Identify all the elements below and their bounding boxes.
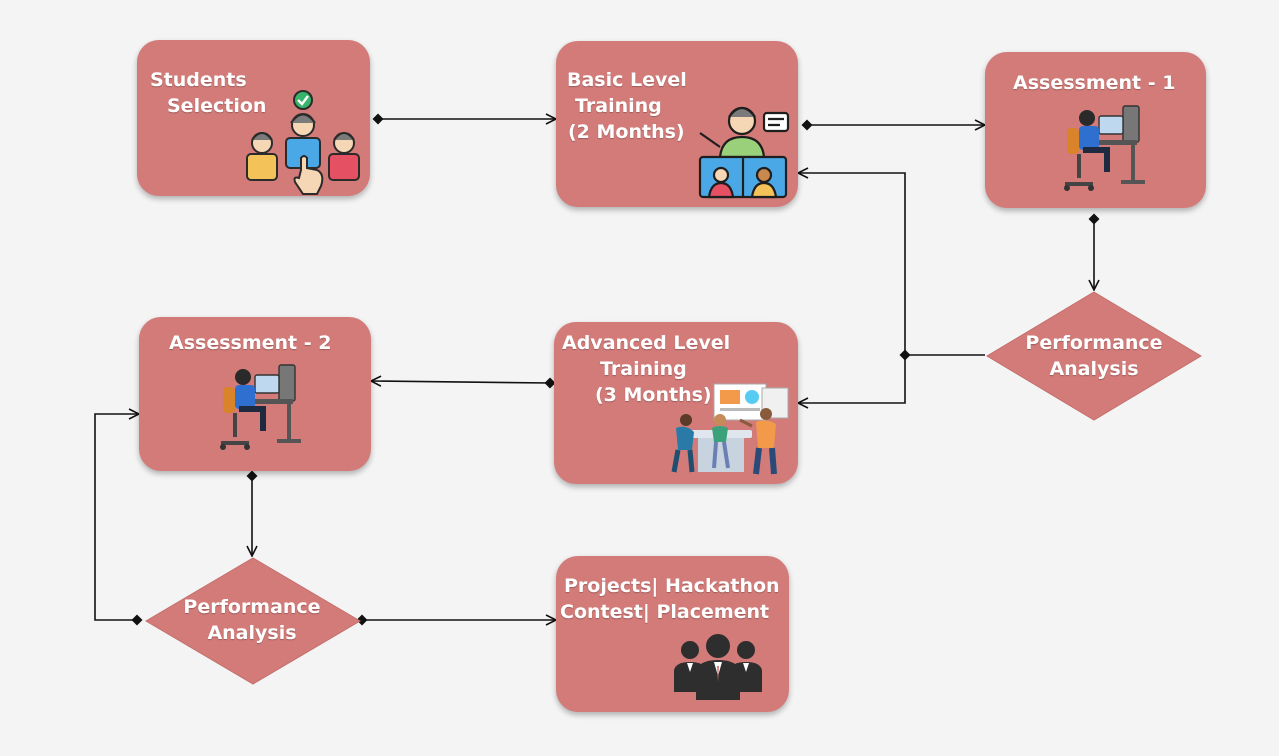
connector-analysis1-to-basic xyxy=(798,173,905,355)
business-team-icon xyxy=(674,634,762,700)
basic-training-label: Basic Level Training (2 Months) xyxy=(567,67,687,145)
projects-label: Projects| Hackathon Contest| Placement xyxy=(560,573,780,625)
performance-analysis-1-line-1: Performance xyxy=(1025,332,1163,354)
basic-training-node[interactable]: Basic Level Training (2 Months) xyxy=(556,41,798,207)
projects-line-1: Projects| Hackathon xyxy=(564,575,780,597)
performance-analysis-1-label: Performance Analysis xyxy=(1022,330,1166,382)
students-selection-line-2: Selection xyxy=(167,95,267,117)
computer-workstation-icon xyxy=(1064,105,1145,191)
performance-analysis-2-label: Performance Analysis xyxy=(180,594,324,646)
assessment-2-node[interactable]: Assessment - 2 xyxy=(139,317,371,471)
connector-advanced-to-assessment2 xyxy=(371,381,550,383)
performance-analysis-1-line-2: Analysis xyxy=(1049,358,1139,380)
connector-analysis2-loop-to-assessment2 xyxy=(94,414,139,620)
basic-training-line-3: (2 Months) xyxy=(568,121,685,143)
projects-node[interactable]: Projects| Hackathon Contest| Placement xyxy=(556,556,789,712)
assessment-1-label: Assessment - 1 xyxy=(1013,70,1175,96)
advanced-training-line-1: Advanced Level xyxy=(562,332,731,354)
advanced-training-label: Advanced Level Training (3 Months) xyxy=(562,330,730,408)
advanced-training-line-2: Training xyxy=(600,358,687,380)
video-training-icon xyxy=(698,106,790,199)
performance-analysis-2-line-1: Performance xyxy=(183,596,321,618)
team-presentation-icon xyxy=(671,383,789,475)
advanced-training-line-3: (3 Months) xyxy=(595,384,712,406)
basic-training-line-1: Basic Level xyxy=(567,69,687,91)
students-selection-line-1: Students xyxy=(150,69,247,91)
assessment-1-node[interactable]: Assessment - 1 xyxy=(985,52,1206,208)
assessment-2-line-1: Assessment - 2 xyxy=(169,332,332,354)
connector-analysis1-to-advanced xyxy=(798,355,906,403)
projects-line-2: Contest| Placement xyxy=(560,601,770,623)
advanced-training-node[interactable]: Advanced Level Training (3 Months) xyxy=(554,322,798,484)
candidate-selection-icon xyxy=(246,90,360,195)
basic-training-line-2: Training xyxy=(575,95,662,117)
performance-analysis-2-line-2: Analysis xyxy=(207,622,297,644)
students-selection-label: Students Selection xyxy=(150,67,266,119)
computer-workstation-icon xyxy=(220,364,301,450)
performance-analysis-1-diamond[interactable] xyxy=(985,290,1203,422)
assessment-1-line-1: Assessment - 1 xyxy=(1013,72,1176,94)
students-selection-node[interactable]: Students Selection xyxy=(137,40,370,196)
performance-analysis-2-diamond[interactable] xyxy=(144,556,362,686)
assessment-2-label: Assessment - 2 xyxy=(169,330,331,356)
